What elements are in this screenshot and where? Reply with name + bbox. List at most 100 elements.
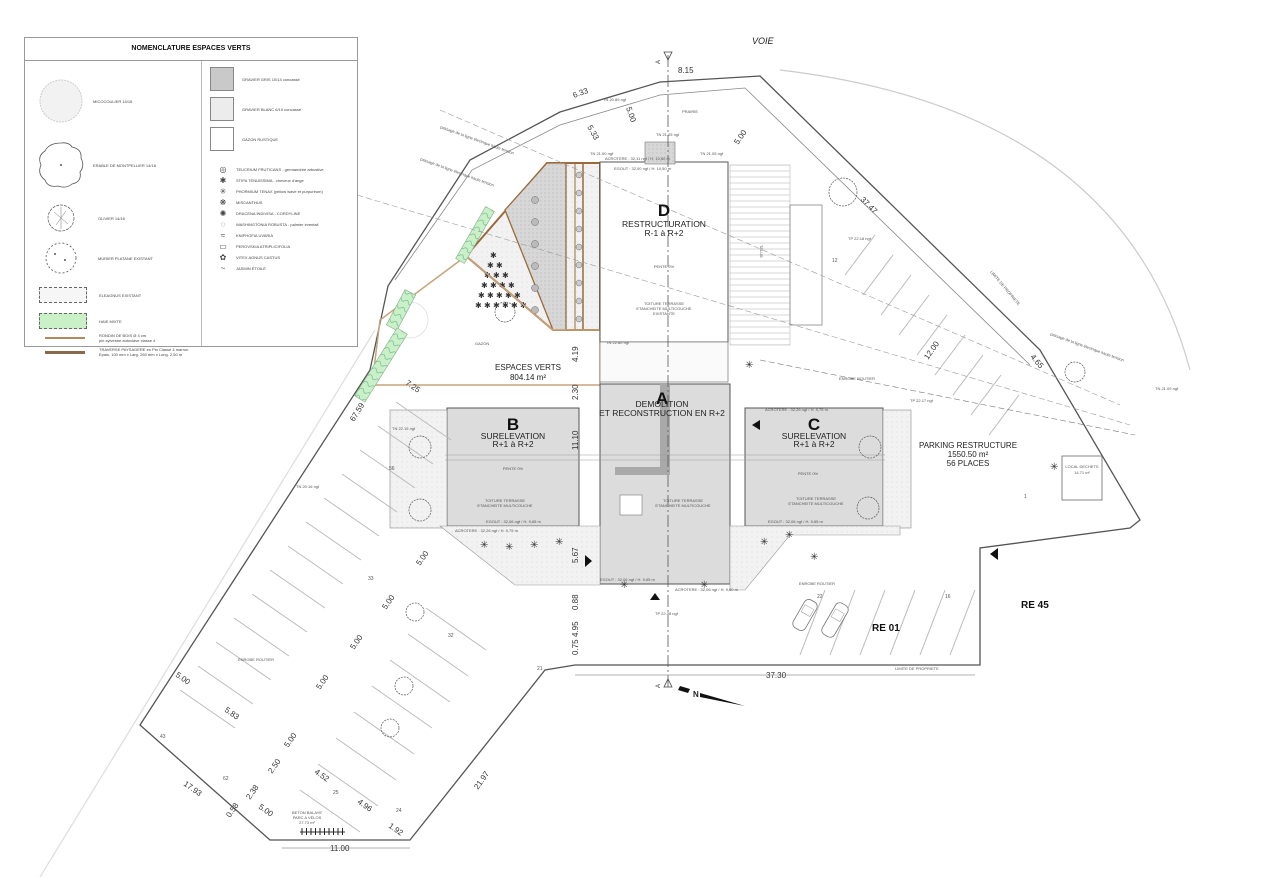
legend-item: ✱STIPA TENUISSIMA - cheveux d'ange [216,176,304,185]
svg-text:56: 56 [389,466,395,472]
svg-text:ETANCHEITE MULTICOUCHE: ETANCHEITE MULTICOUCHE [788,501,844,506]
stipa-plant-icon: ✱ [490,251,497,260]
parking-bay-line [799,589,826,656]
palm-icon: ✳ [810,552,818,563]
legend-item: GRAVIER GRIS 10/14 concassé [210,67,300,91]
svg-text:43: 43 [160,734,166,740]
perovskia-icon: ▭ [219,242,227,251]
svg-text:PARC A VELOS: PARC A VELOS [293,815,322,820]
parking-bay-line [916,314,948,356]
stipa-plant-icon: ✱ [514,291,521,300]
tree-icon [394,676,414,696]
building-b[interactable] [446,407,580,527]
svg-text:0.88: 0.88 [571,594,580,610]
building-c-letter: C [808,415,820,434]
talus-area [729,164,791,346]
vitex-icon: ✿ [219,253,227,262]
tree-icon [380,718,400,738]
dracena-icon: ✺ [219,209,227,218]
parking-bay-line [862,254,894,296]
svg-text:5.00: 5.00 [380,593,397,611]
grey-gravel-swatch [210,67,234,91]
road-label: VOIE [752,36,775,46]
legend-item: ~JASMIN ÉTOILÉ [216,264,266,273]
svg-text:4.96: 4.96 [356,797,374,814]
white-gravel-swatch [210,97,234,121]
phormium-icon: ✳ [219,187,227,196]
building-d[interactable] [599,161,729,343]
murier-tree-icon [41,239,81,277]
svg-text:21: 21 [537,666,543,672]
svg-text:GAZON: GAZON [475,341,489,346]
svg-text:EXISTANTE: EXISTANTE [653,311,675,316]
building-c[interactable] [744,407,884,527]
legend-item: ✳PHORMIUM TENAX (yellow wave et purpureu… [216,187,323,196]
svg-text:ACROTERE : 32,11 ngf / H. 10,6: ACROTERE : 32,11 ngf / H. 10,60 m [605,156,671,161]
legend-plants-column: GRAVIER GRIS 10/14 concassé GRAVIER BLAN… [202,61,357,346]
stipa-plant-icon: ✱ [502,301,509,310]
legend-item: ▭PEROVSKIA ATRIPLICIFOLIA [216,242,290,251]
svg-text:EGOUT : 32,06 ngf / H. 9,65 m: EGOUT : 32,06 ngf / H. 9,65 m [600,577,656,582]
legend-item: GAZON RUSTIQUE [210,127,278,151]
palm-icon: ✳ [555,537,563,548]
svg-text:8.15: 8.15 [678,66,694,75]
svg-text:5.00: 5.00 [314,673,331,691]
parking-title: PARKING RESTRUCTURE [919,441,1017,450]
stipa-plant-icon: ✱ [475,301,482,310]
tree-icon [828,177,858,207]
teucrium-plant-icon [575,207,583,215]
teucrium-plant-icon [575,189,583,197]
section-marker-top-icon [663,51,673,61]
svg-text:LIMITE DE PROPRIETE: LIMITE DE PROPRIETE [895,666,939,671]
svg-text:5.67: 5.67 [571,547,580,563]
legend-item: MICOCOULIER 14/16 [35,75,132,127]
parking-bay-line [317,763,379,807]
svg-text:PRAIRIE: PRAIRIE [682,109,698,114]
stipa-icon: ✱ [219,176,227,185]
svg-text:TN 21.00 ngf: TN 21.00 ngf [590,151,614,156]
teucrium-plant-icon [531,306,539,314]
parking-bay-line [353,711,415,755]
svg-text:LOCAL DECHETS: LOCAL DECHETS [1065,464,1099,469]
svg-text:5.00: 5.00 [414,549,431,567]
parking-bay-line [859,589,886,656]
washingtonia-icon: ◌ [220,220,226,229]
building-d-levels: R-1 à R+2 [645,228,684,238]
svg-text:0.75: 0.75 [571,639,580,655]
svg-text:24: 24 [396,808,402,814]
palm-icon: ✳ [505,542,513,553]
svg-text:1: 1 [1024,494,1027,500]
svg-text:ACROTERE : 32,26 ngf / H. 9,75: ACROTERE : 32,26 ngf / H. 9,75 m [765,407,829,412]
svg-text:11.10: 11.10 [571,430,580,450]
tree-icon [1064,361,1086,383]
building-d-title: RESTRUCTURATION [622,219,706,229]
building-b-title: SURELEVATION [481,431,545,441]
parking-bay-line [952,354,984,396]
teucrium-plant-icon [575,297,583,305]
svg-text:passage de la ligne électrique: passage de la ligne électrique haute ten… [440,124,515,155]
svg-text:ENROBE ROUTIER: ENROBE ROUTIER [238,657,274,662]
stipa-plant-icon: ✱ [484,271,491,280]
teucrium-plant-icon [575,261,583,269]
local-dechets[interactable] [1061,455,1103,501]
olivier-tree-icon [41,201,81,235]
svg-text:21.97: 21.97 [472,769,491,791]
parking-bay-line [341,473,398,513]
re-45-label: RE 45 [1021,600,1049,611]
svg-text:4.95: 4.95 [571,621,580,637]
svg-text:LIMITE DE PROPRIETE: LIMITE DE PROPRIETE [989,269,1021,306]
legend-item: HAIE MIXTE [39,313,122,329]
building-a[interactable] [599,383,731,585]
palm-icon: ✳ [785,530,793,541]
entrance-arrow-icon [585,555,592,567]
svg-text:5.00: 5.00 [257,802,275,819]
legend-title: NOMENCLATURE ESPACES VERTS [25,38,357,61]
svg-text:ACROTERE : 32,06 ngf / H. 9,60: ACROTERE : 32,06 ngf / H. 9,60 m [675,587,739,592]
teucrium-plant-icon [531,262,539,270]
entrance-arrow-icon [752,420,760,430]
parking-area-value: 1550.50 m² [948,450,989,459]
lawn-swatch [210,127,234,151]
palm-icon: ✳ [1050,462,1058,473]
parking-bay-line [880,274,912,316]
micocoulier-tree-icon [35,75,87,127]
